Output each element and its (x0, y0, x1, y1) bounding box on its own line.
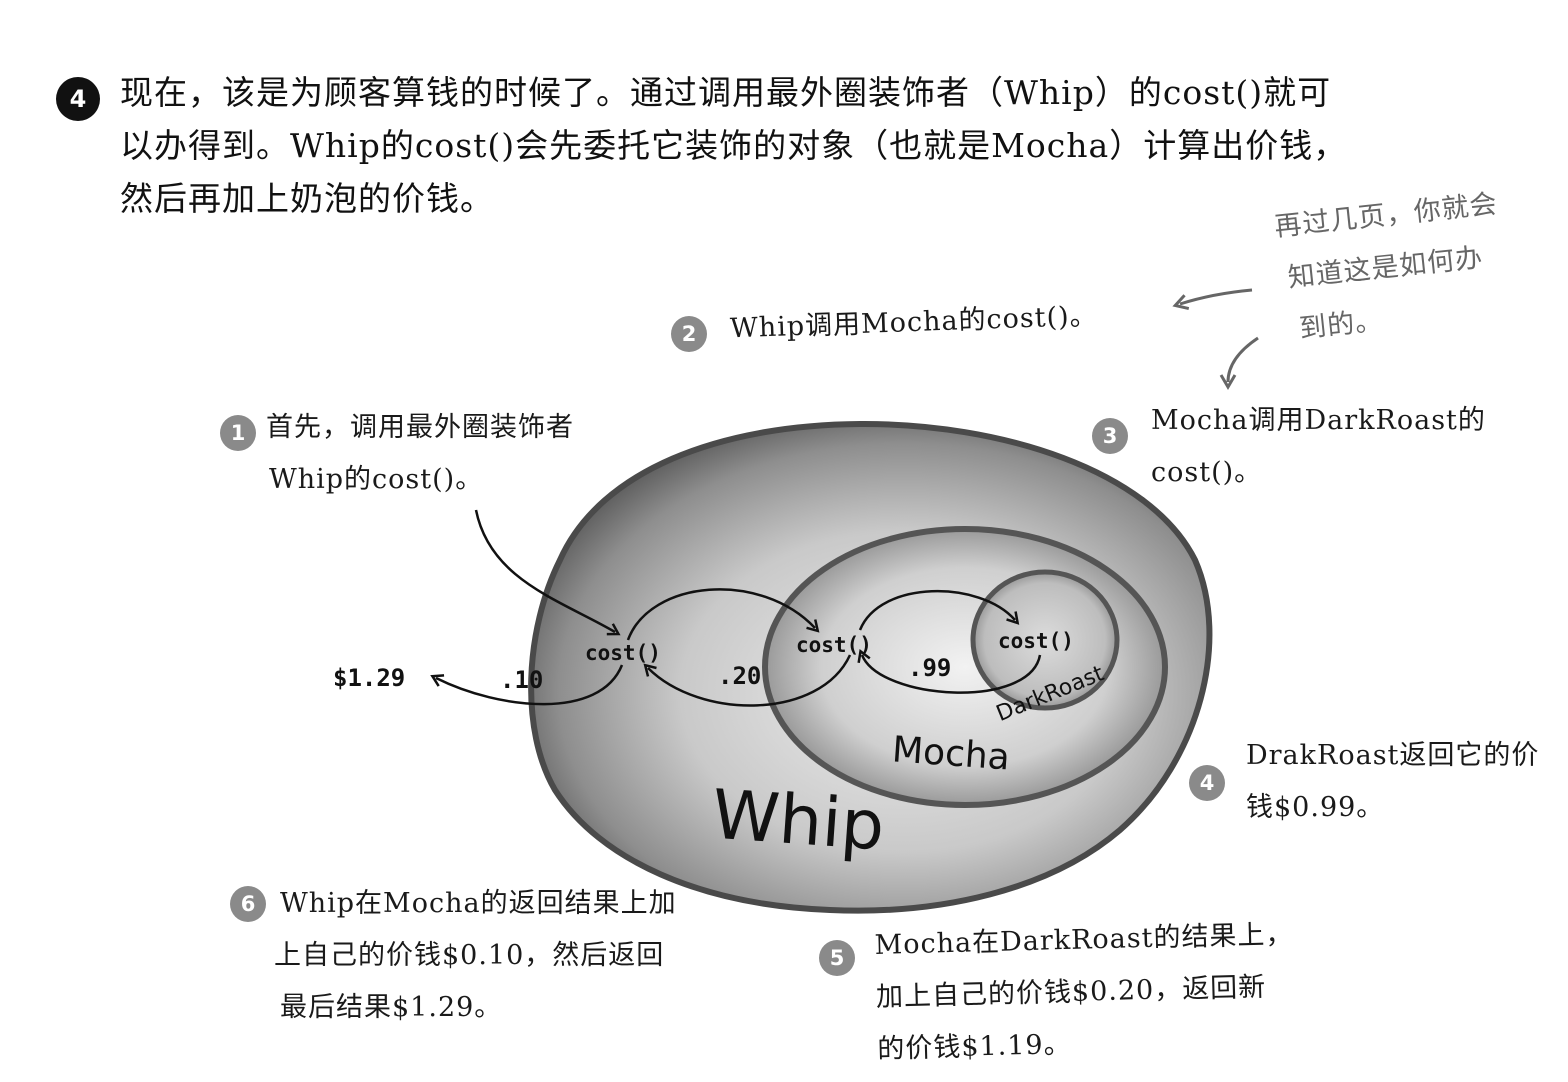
callout-6-badge: 6 (230, 886, 266, 922)
mocha-add-value: .20 (718, 662, 761, 690)
callout-2-badge: 2 (671, 316, 707, 352)
callout-line: Mocha调用DarkRoast的 (1151, 405, 1486, 436)
note-arrow-left (1172, 288, 1253, 310)
callout-1-badge: 1 (220, 415, 256, 451)
side-note: 再过几页，你就会 知道这是如何办 到的。 (1272, 179, 1511, 358)
darkroast-cost-label: cost() (998, 629, 1074, 653)
callout-3-badge: 3 (1092, 418, 1128, 454)
callout-line: 钱$0.99。 (1246, 792, 1385, 823)
return-arrow-10 (430, 664, 624, 706)
callout-line: DrakRoast返回它的价 (1246, 740, 1540, 771)
darkroast-layer (970, 569, 1120, 711)
call-arrow-1 (474, 509, 621, 636)
intro-line: 现在，该是为顾客算钱的时候了。通过调用最外圈装饰者（Whip）的cost()就可 (120, 73, 1332, 112)
callout-line: 加上自己的价钱$0.20，返回新 (875, 971, 1267, 1013)
note-arrow-down (1219, 336, 1259, 390)
mocha-cost-label: cost() (796, 633, 872, 657)
total-value: $1.29 (333, 664, 405, 692)
intro-step-badge: 4 (56, 77, 100, 121)
call-arrow-2 (626, 588, 820, 641)
callout-line: Whip的cost()。 (269, 464, 484, 495)
darkroast-return-value: .99 (908, 654, 951, 682)
callout-line: 上自己的价钱$0.10，然后返回 (274, 940, 665, 971)
return-arrow-99 (857, 649, 1042, 694)
whip-cost-label: cost() (585, 641, 661, 665)
callout-line: 最后结果$1.29。 (280, 992, 503, 1023)
callout-5: Mocha在DarkRoast的结果上， 加上自己的价钱$0.20，返回新 的价… (874, 909, 1297, 1076)
callout-line: 的价钱$1.19。 (876, 1028, 1073, 1065)
return-arrow-20 (643, 654, 852, 707)
callout-line: cost()。 (1151, 457, 1263, 488)
whip-label: Whip (709, 776, 886, 867)
whip-add-value: .10 (500, 666, 543, 694)
intro-line: 然后再加上奶泡的价钱。 (120, 179, 494, 218)
callout-4-badge: 4 (1189, 765, 1225, 801)
mocha-label: Mocha (891, 729, 1011, 778)
callout-4: DrakRoast返回它的价 钱$0.99。 (1246, 730, 1539, 834)
callout-1: 首先，调用最外圈装饰者 Whip的cost()。 (266, 402, 574, 506)
callout-6: Whip在Mocha的返回结果上加 上自己的价钱$0.10，然后返回 最后结果$… (274, 878, 677, 1034)
call-arrow-3 (858, 589, 1020, 631)
callout-3: Mocha调用DarkRoast的 cost()。 (1151, 395, 1486, 499)
callout-line: 首先，调用最外圈装饰者 (266, 412, 574, 443)
callout-line: Whip在Mocha的返回结果上加 (280, 888, 677, 919)
intro-paragraph: 现在，该是为顾客算钱的时候了。通过调用最外圈装饰者（Whip）的cost()就可… (120, 66, 1440, 225)
callout-5-badge: 5 (819, 940, 855, 976)
intro-line: 以办得到。Whip的cost()会先委托它装饰的对象（也就是Mocha）计算出价… (120, 126, 1348, 165)
